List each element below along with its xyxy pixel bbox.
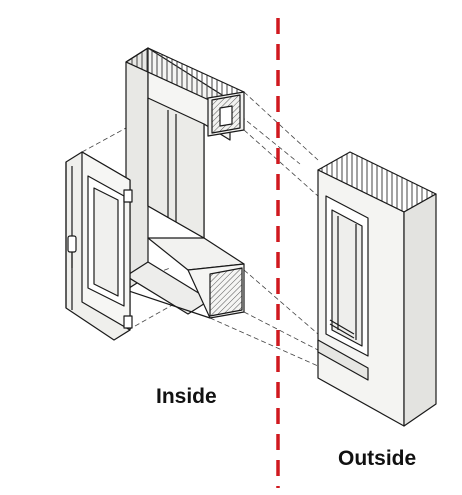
window-sash — [65, 151, 133, 341]
outside-label: Outside — [338, 447, 417, 470]
outside-frame — [317, 151, 437, 427]
inside-label: Inside — [156, 385, 217, 408]
inner-frame — [125, 47, 245, 319]
